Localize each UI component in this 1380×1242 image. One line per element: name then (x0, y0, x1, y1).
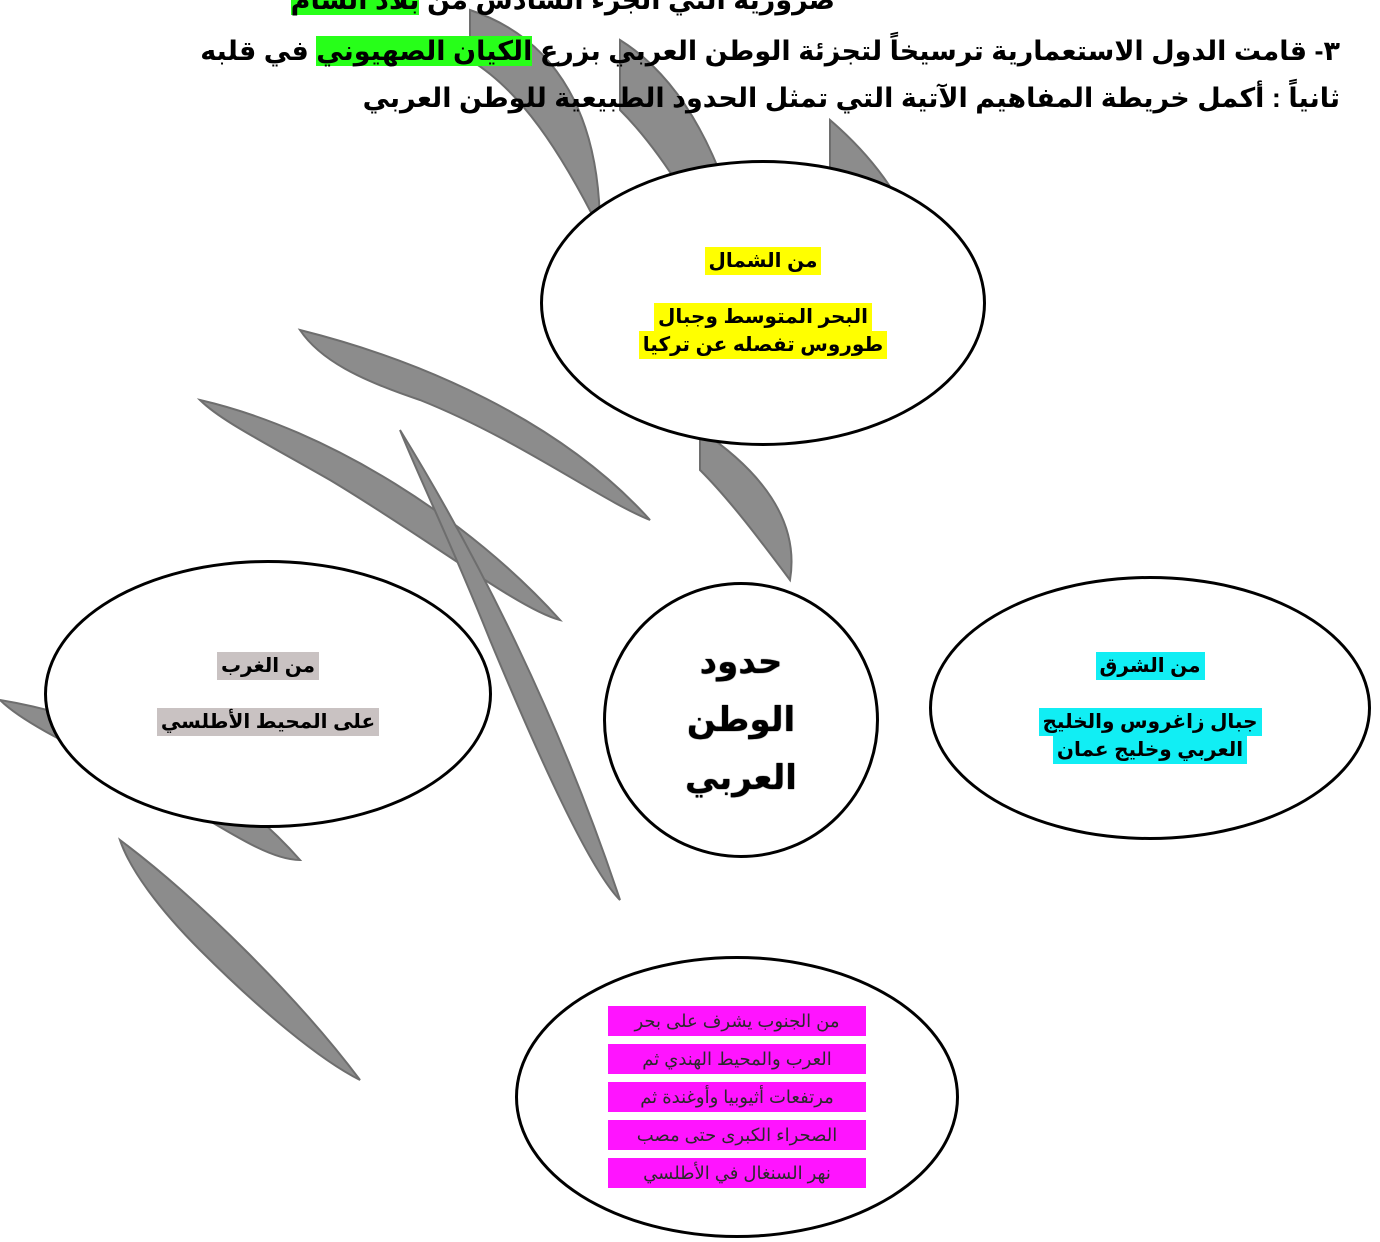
header-line0-highlight: بلاد الشام (290, 0, 420, 15)
header-line-partial: ضرورية التي الجزء السادس من بلاد الشام (40, 0, 835, 18)
south-border-ellipse: من الجنوب يشرف على بحر العرب والمحيط اله… (515, 956, 959, 1238)
center-line-2: الوطن (686, 701, 796, 739)
center-line-1: حدود (699, 643, 783, 681)
section-2-instruction: ثانياً : أكمل خريطة المفاهيم الآتية التي… (40, 80, 1340, 116)
east-line-2: العربي وخليج عمان (1052, 736, 1248, 764)
question-3-suffix: في قلبه (200, 36, 317, 66)
watermark-stroke-4 (297, 328, 651, 521)
north-title: من الشمال (704, 247, 822, 275)
east-title: من الشرق (1095, 652, 1205, 680)
north-line-1: البحر المتوسط وجبال (654, 303, 872, 331)
east-border-ellipse: من الشرق جبال زاغروس والخليج العربي وخلي… (929, 576, 1371, 840)
header-line0-text: ضرورية التي الجزء السادس من (419, 0, 835, 15)
north-line-2: طوروس تفصله عن تركيا (638, 331, 888, 359)
watermark-stroke-9 (699, 428, 793, 583)
south-line-5: نهر السنغال في الأطلسي (608, 1158, 866, 1188)
east-line-1: جبال زاغروس والخليج (1038, 708, 1262, 736)
south-line-4: الصحراء الكبرى حتى مصب (608, 1120, 866, 1150)
west-title: من الغرب (216, 652, 320, 680)
north-border-ellipse: من الشمال البحر المتوسط وجبال طوروس تفصل… (540, 160, 986, 446)
section-2-text: ثانياً : أكمل خريطة المفاهيم الآتية التي… (362, 83, 1340, 113)
south-line-3: مرتفعات أثيوبيا وأوغندة ثم (608, 1082, 866, 1112)
question-3-answer-highlight: الكيان الصهيوني (316, 36, 533, 66)
south-line-2: العرب والمحيط الهندي ثم (608, 1044, 866, 1074)
watermark-stroke-7 (118, 837, 361, 1081)
center-line-3: العربي (685, 759, 797, 797)
center-concept-circle: حدود الوطن العربي (603, 582, 879, 858)
question-line-3: ٣- قامت الدول الاستعمارية ترسيخاً لتجزئة… (40, 33, 1340, 69)
question-3-prefix: ٣- قامت الدول الاستعمارية ترسيخاً لتجزئة… (532, 36, 1340, 66)
west-border-ellipse: من الغرب على المحيط الأطلسي (44, 560, 492, 828)
west-line-1: على المحيط الأطلسي (156, 708, 380, 736)
watermark-stroke-8 (399, 429, 621, 901)
south-line-1: من الجنوب يشرف على بحر (608, 1006, 866, 1036)
